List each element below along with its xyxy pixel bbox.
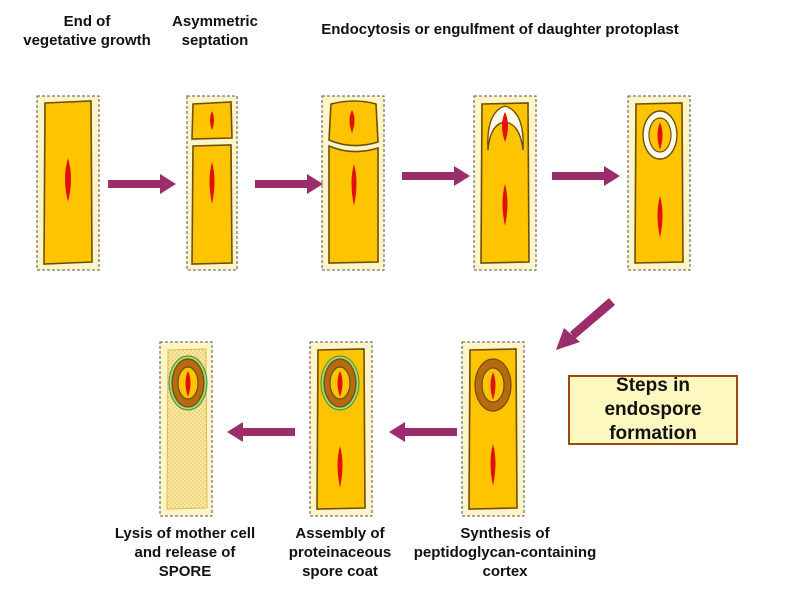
label-end-vegetative-growth: End of vegetative growth bbox=[12, 12, 162, 50]
label-line: End of bbox=[63, 13, 111, 30]
cell-panel-4 bbox=[473, 95, 537, 271]
cell-panel-3 bbox=[321, 95, 385, 271]
label-line: and release of bbox=[134, 544, 236, 561]
cell-panel-2 bbox=[186, 95, 238, 271]
cell-panel-8 bbox=[159, 341, 213, 517]
label-synthesis-cortex: Synthesis of peptidoglycan-containing co… bbox=[400, 524, 610, 581]
label-line: Lysis of mother cell bbox=[114, 525, 256, 542]
label-line: vegetative growth bbox=[23, 32, 151, 49]
arrow-1 bbox=[108, 174, 176, 194]
cell-panel-1 bbox=[36, 95, 100, 271]
label-lysis-release: Lysis of mother cell and release of SPOR… bbox=[100, 524, 270, 581]
label-line: peptidoglycan-containing bbox=[413, 544, 597, 561]
label-asymmetric-septation: Asymmetric septation bbox=[160, 12, 270, 50]
label-line: cortex bbox=[482, 563, 528, 580]
label-line: Assembly of bbox=[295, 525, 385, 542]
arrow-diagonal bbox=[556, 298, 615, 350]
title-line: formation bbox=[609, 423, 697, 444]
label-line: spore coat bbox=[302, 563, 378, 580]
label-line: Endocytosis or engulfment of daughter pr… bbox=[321, 21, 679, 38]
label-assembly-spore-coat: Assembly of proteinaceous spore coat bbox=[265, 524, 415, 581]
arrow-4 bbox=[552, 166, 620, 186]
cell-panel-7 bbox=[309, 341, 373, 517]
label-line: septation bbox=[181, 32, 249, 49]
title-box: Steps in endospore formation bbox=[568, 375, 738, 445]
label-line: Synthesis of bbox=[460, 525, 550, 542]
arrow-3 bbox=[402, 166, 470, 186]
cell-panel-6 bbox=[461, 341, 525, 517]
cell-panel-5 bbox=[627, 95, 691, 271]
title-line: Steps in endospore bbox=[604, 375, 702, 420]
label-endocytosis: Endocytosis or engulfment of daughter pr… bbox=[300, 20, 700, 39]
arrow-6 bbox=[227, 422, 295, 442]
label-line: SPORE bbox=[158, 563, 212, 580]
arrow-5 bbox=[389, 422, 457, 442]
arrow-2 bbox=[255, 174, 323, 194]
label-line: Asymmetric bbox=[172, 13, 258, 30]
label-line: proteinaceous bbox=[288, 544, 392, 561]
